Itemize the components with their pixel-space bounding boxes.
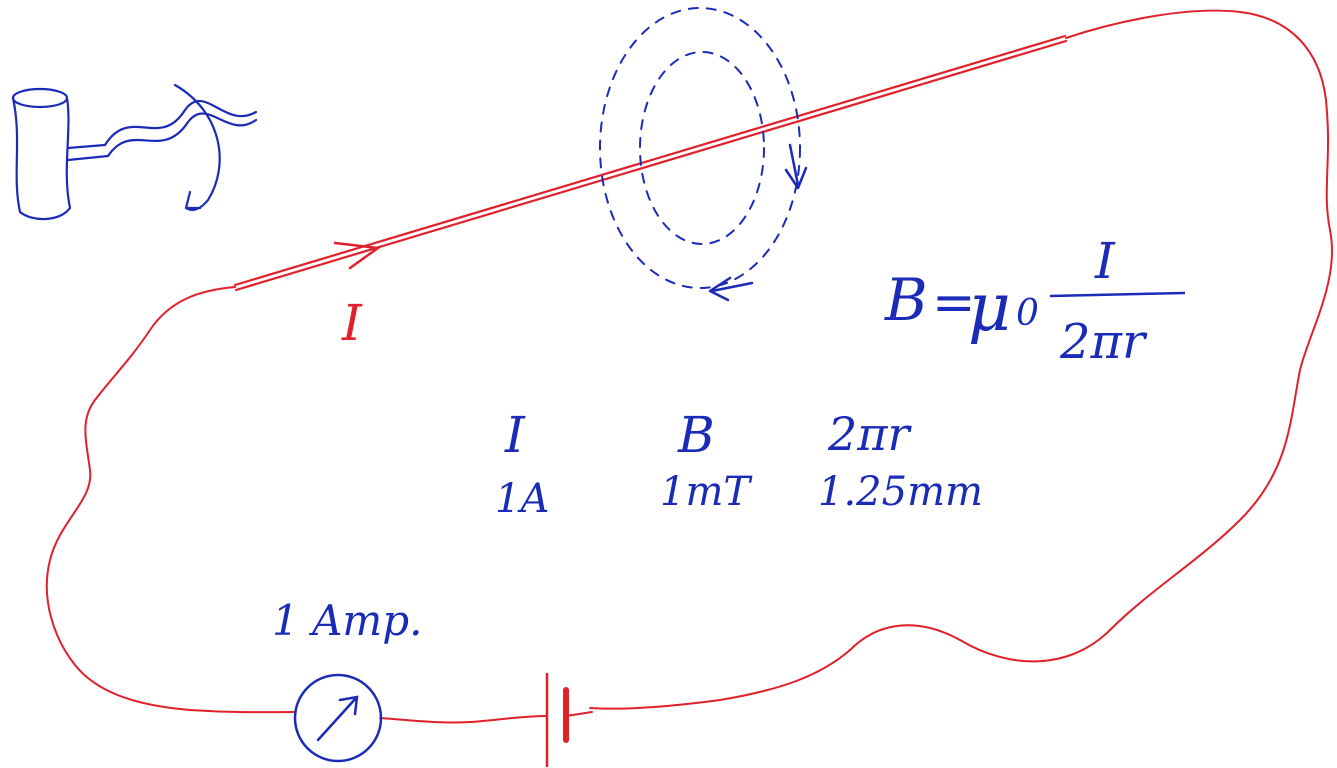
battery-icon: [545, 672, 593, 768]
table-value-field: 1mT: [660, 469, 753, 515]
ammeter-icon: [293, 673, 383, 763]
table-value-circumference: 1.25mm: [818, 469, 983, 515]
wire-ammeter-battery: [379, 715, 548, 724]
table-value-current: 1A: [495, 476, 549, 522]
field-direction-arrows: [708, 143, 808, 302]
formula-mu-subscript: 0: [1016, 293, 1039, 334]
table-header-circumference: 2πr: [827, 407, 912, 461]
table-header-field: B: [677, 406, 715, 464]
formula-lhs: B: [884, 266, 928, 334]
formula: B = μ 0 I 2πr: [884, 232, 1186, 370]
rotation-arrow: [173, 83, 221, 211]
formula-numerator: I: [1094, 232, 1116, 290]
ammeter-label: 1 Amp.: [272, 596, 422, 645]
screwdriver-icon: [11, 83, 258, 221]
value-table: I B 2πr 1A 1mT 1.25mm: [495, 406, 983, 522]
field-arrow-left: [708, 276, 754, 302]
wire-loop-left: [45, 286, 296, 714]
fraction-bar: [1049, 291, 1186, 298]
circuit-wire: [45, 9, 1333, 768]
current-arrow: [333, 241, 380, 270]
table-header-current: I: [504, 406, 526, 464]
formula-equals: =: [932, 273, 976, 333]
current-label: I: [341, 294, 363, 352]
formula-mu: μ: [968, 269, 1011, 346]
field-line-inner: [639, 51, 765, 245]
straight-conductor: [233, 34, 1068, 292]
field-arrow-down: [784, 143, 808, 190]
magnetic-field-lines: [599, 7, 801, 289]
formula-denominator: 2πr: [1059, 314, 1148, 370]
wire-loop-right: [589, 9, 1333, 710]
field-line-outer: [599, 7, 801, 289]
